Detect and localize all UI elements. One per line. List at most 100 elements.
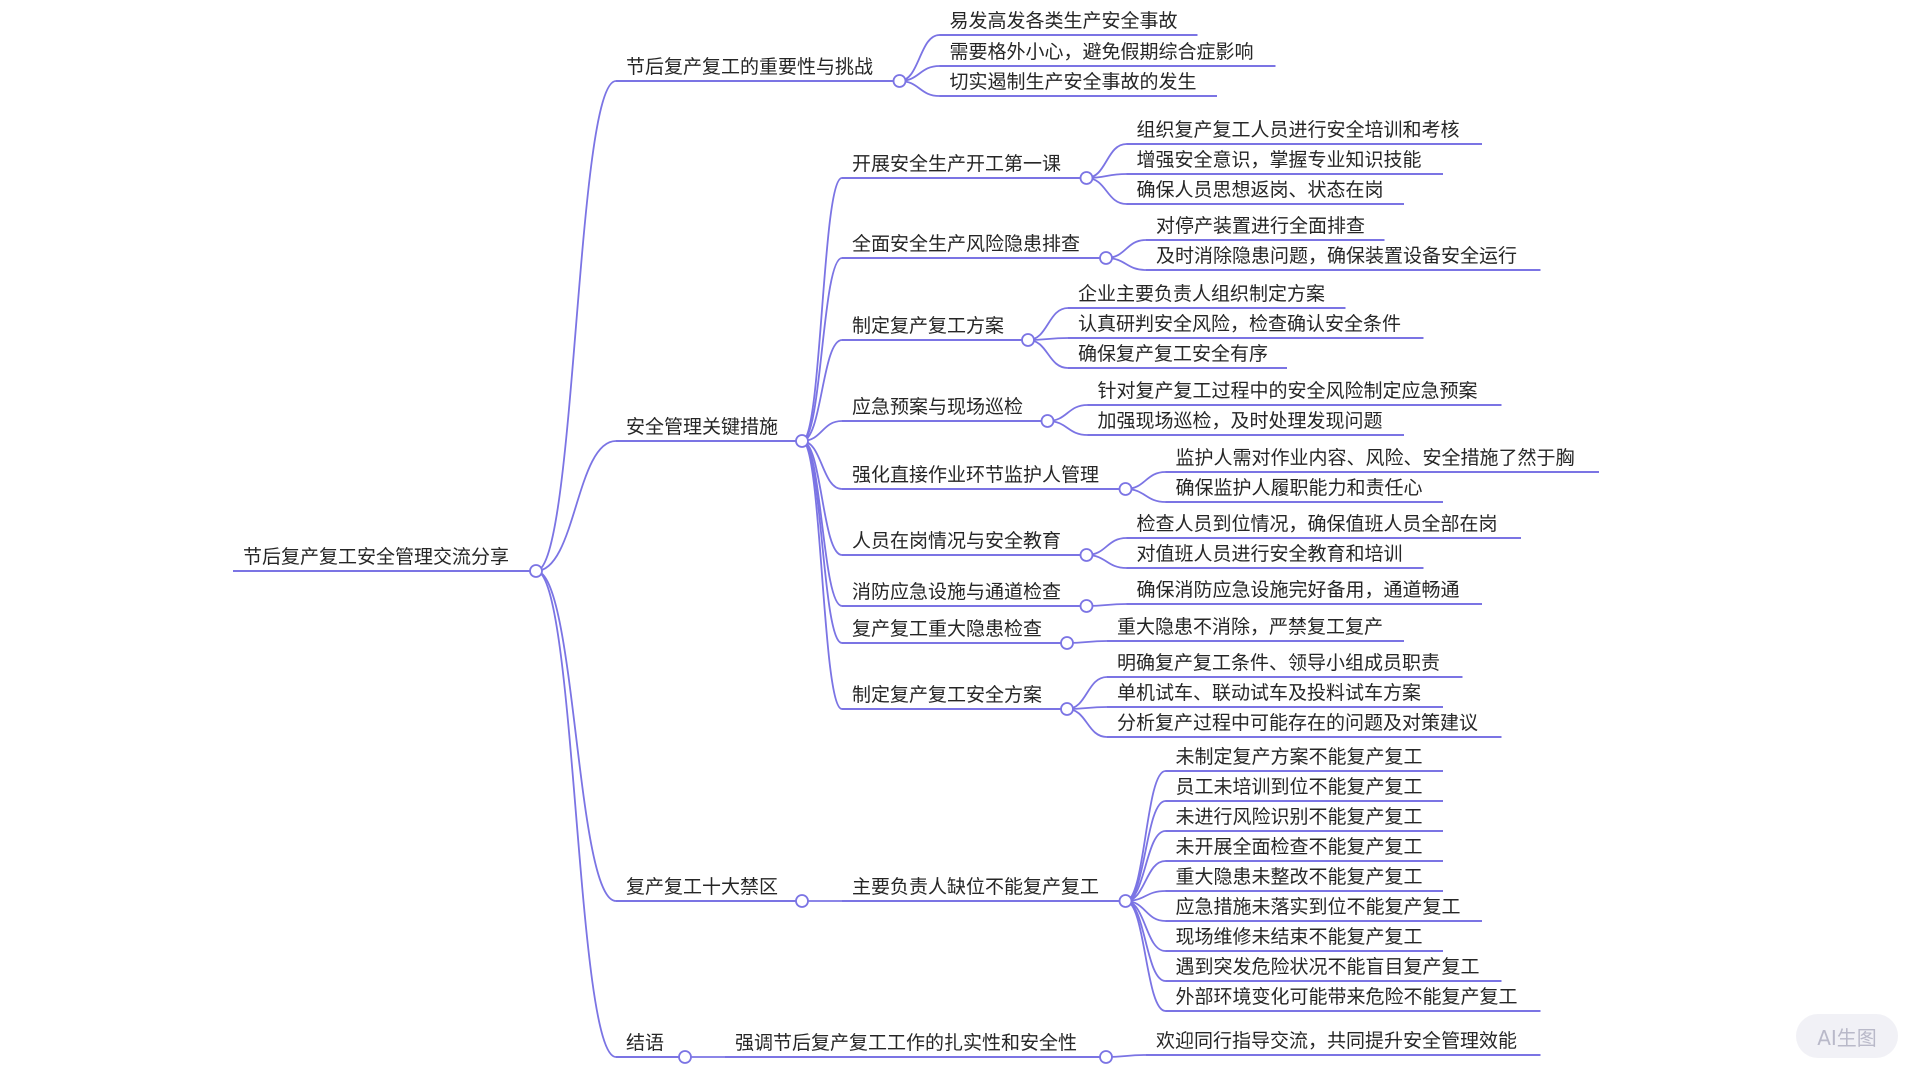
node-0-1[interactable]: 需要格外小心，避免假期综合症影响 [939,41,1276,67]
branch-0-label: 节后复产复工的重要性与挑战 [626,56,873,78]
branch-1[interactable]: 安全管理关键措施 [616,416,796,442]
leaf-1-2-1-label: 认真研判安全风险，检查确认安全条件 [1078,313,1401,335]
leaf-1-5-1[interactable]: 对值班人员进行安全教育和培训 [1126,543,1424,569]
leaf-2-0-2[interactable]: 未进行风险识别不能复产复工 [1165,806,1444,832]
node-1-8[interactable]: 制定复产复工安全方案 [842,684,1061,710]
leaf-1-4-1[interactable]: 确保监护人履职能力和责任心 [1165,477,1444,503]
leaf-2-0-6[interactable]: 现场维修未结束不能复产复工 [1165,926,1444,952]
leaf-1-4-0-label: 监护人需对作业内容、风险、安全措施了然于胸 [1176,447,1575,469]
node-1-3[interactable]: 应急预案与现场巡检 [842,396,1042,422]
leaf-1-8-2-label: 分析复产过程中可能存在的问题及对策建议 [1117,712,1478,734]
node-2-0-connector-dot [1118,894,1133,908]
node-1-6[interactable]: 消防应急设施与通道检查 [842,581,1081,607]
leaf-1-5-0[interactable]: 检查人员到位情况，确保值班人员全部在岗 [1126,513,1522,539]
node-1-6-label: 消防应急设施与通道检查 [852,581,1061,603]
leaf-2-0-4[interactable]: 重大隐患未整改不能复产复工 [1165,866,1444,892]
leaf-3-0-0[interactable]: 欢迎同行指导交流，共同提升安全管理效能 [1146,1030,1541,1056]
leaf-1-8-1[interactable]: 单机试车、联动试车及投料试车方案 [1107,682,1443,708]
branch-3-connector-dot [678,1050,692,1064]
node-0-0[interactable]: 易发高发各类生产安全事故 [939,10,1198,36]
leaf-2-0-6-label: 现场维修未结束不能复产复工 [1176,926,1423,948]
leaf-2-0-3[interactable]: 未开展全面检查不能复产复工 [1165,836,1444,862]
leaf-1-2-0-label: 企业主要负责人组织制定方案 [1078,283,1325,305]
leaf-1-2-1[interactable]: 认真研判安全风险，检查确认安全条件 [1068,313,1424,339]
branch-1-label: 安全管理关键措施 [626,416,778,438]
node-1-1[interactable]: 全面安全生产风险隐患排查 [842,233,1100,259]
leaf-1-4-0[interactable]: 监护人需对作业内容、风险、安全措施了然于胸 [1165,447,1600,473]
root-node-label: 节后复产复工安全管理交流分享 [243,546,509,568]
node-1-2-connector-dot [1021,333,1035,347]
leaf-1-0-0-label: 组织复产复工人员进行安全培训和考核 [1137,119,1460,141]
leaf-3-0-0-label: 欢迎同行指导交流，共同提升安全管理效能 [1156,1030,1517,1052]
edge-1-7 [801,440,843,644]
edge-1-8-0 [1066,676,1108,710]
watermark-badge: AI生图 [1796,1014,1898,1058]
leaf-1-0-0[interactable]: 组织复产复工人员进行安全培训和考核 [1126,119,1483,145]
leaf-1-7-0-label: 重大隐患不消除，严禁复工复产 [1117,616,1383,638]
leaf-1-0-1[interactable]: 增强安全意识，掌握专业知识技能 [1126,149,1444,175]
node-1-4[interactable]: 强化直接作业环节监护人管理 [842,464,1120,490]
leaf-1-8-0[interactable]: 明确复产复工条件、领导小组成员职责 [1107,652,1463,678]
branch-3[interactable]: 结语 [616,1032,679,1058]
leaf-2-0-5[interactable]: 应急措施未落实到位不能复产复工 [1165,896,1483,922]
leaf-2-0-0-label: 未制定复产方案不能复产复工 [1176,746,1423,768]
leaf-1-1-1-label: 及时消除隐患问题，确保装置设备安全运行 [1156,245,1517,267]
edge-1-2 [801,339,843,442]
node-1-2[interactable]: 制定复产复工方案 [842,315,1022,341]
leaf-1-3-0[interactable]: 针对复产复工过程中的安全风险制定应急预案 [1087,380,1502,406]
edge-1-8 [801,440,843,710]
leaf-2-0-5-label: 应急措施未落实到位不能复产复工 [1176,896,1461,918]
node-2-0[interactable]: 主要负责人缺位不能复产复工 [842,876,1120,902]
node-1-5[interactable]: 人员在岗情况与安全教育 [842,530,1081,556]
root-node[interactable]: 节后复产复工安全管理交流分享 [233,546,530,572]
node-3-0[interactable]: 强调节后复产复工工作的扎实性和安全性 [725,1032,1100,1058]
leaf-1-3-1[interactable]: 加强现场巡检，及时处理发现问题 [1087,410,1405,436]
node-1-7-connector-dot [1060,636,1074,650]
leaf-1-5-1-label: 对值班人员进行安全教育和培训 [1137,543,1403,565]
edge-root-2 [535,570,617,902]
leaf-1-0-2[interactable]: 确保人员思想返岗、状态在岗 [1126,179,1405,205]
edge-root-1 [535,440,617,572]
leaf-2-0-4-label: 重大隐患未整改不能复产复工 [1176,866,1423,888]
edge-2-0-0 [1125,770,1166,902]
leaf-1-8-1-label: 单机试车、联动试车及投料试车方案 [1117,682,1421,704]
edges [535,34,1166,1058]
edge-1-2-2 [1027,339,1069,369]
leaf-1-8-2[interactable]: 分析复产过程中可能存在的问题及对策建议 [1107,712,1502,738]
branch-2[interactable]: 复产复工十大禁区 [616,876,796,902]
edge-1-2-0 [1027,307,1069,341]
leaf-2-0-1[interactable]: 员工未培训到位不能复产复工 [1165,776,1444,802]
leaf-1-3-1-label: 加强现场巡检，及时处理发现问题 [1098,410,1383,432]
node-2-0-label: 主要负责人缺位不能复产复工 [852,876,1099,898]
leaf-2-0-7[interactable]: 遇到突发危险状况不能盲目复产复工 [1165,956,1502,982]
edge-2-0-1 [1125,800,1166,902]
node-1-3-label: 应急预案与现场巡检 [852,396,1023,418]
leaf-1-1-0[interactable]: 对停产装置进行全面排查 [1146,215,1385,241]
edge-1-8-2 [1066,708,1108,738]
leaf-1-2-0[interactable]: 企业主要负责人组织制定方案 [1068,283,1346,309]
leaf-2-0-8[interactable]: 外部环境变化可能带来危险不能复产复工 [1165,986,1541,1012]
leaf-2-0-0[interactable]: 未制定复产方案不能复产复工 [1165,746,1444,772]
leaf-1-6-0[interactable]: 确保消防应急设施完好备用，通道畅通 [1126,579,1483,605]
node-1-8-connector-dot [1060,702,1074,716]
node-0-0-label: 易发高发各类生产安全事故 [950,10,1178,32]
leaf-1-1-1[interactable]: 及时消除隐患问题，确保装置设备安全运行 [1146,245,1541,271]
node-1-8-label: 制定复产复工安全方案 [852,684,1042,706]
branch-1-connector-dot [795,434,809,448]
node-1-0[interactable]: 开展安全生产开工第一课 [842,153,1081,179]
branch-0[interactable]: 节后复产复工的重要性与挑战 [616,56,894,82]
leaf-1-7-0[interactable]: 重大隐患不消除，严禁复工复产 [1107,616,1404,642]
node-1-0-connector-dot [1079,171,1094,185]
node-1-5-label: 人员在岗情况与安全教育 [852,530,1061,552]
branch-2-label: 复产复工十大禁区 [626,876,778,898]
node-0-2[interactable]: 切实遏制生产安全事故的发生 [939,71,1218,97]
node-1-1-connector-dot [1099,251,1113,265]
leaf-1-2-2[interactable]: 确保复产复工安全有序 [1068,343,1287,369]
leaf-2-0-7-label: 遇到突发危险状况不能盲目复产复工 [1176,956,1480,978]
node-0-2-label: 切实遏制生产安全事故的发生 [950,71,1197,93]
edge-1-0-0 [1086,143,1127,179]
edge-1-1 [801,257,843,442]
node-1-7[interactable]: 复产复工重大隐患检查 [842,618,1061,644]
edge-2-0-8 [1125,900,1166,1012]
